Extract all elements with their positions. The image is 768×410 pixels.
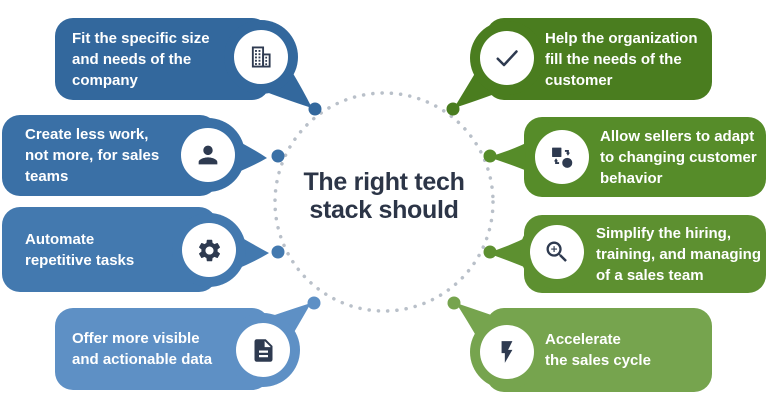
bubble-tail	[454, 70, 500, 108]
user-icon	[181, 128, 235, 182]
callout-line: Automate	[25, 230, 95, 248]
callout-line: Accelerate	[545, 331, 621, 348]
callout-line: company	[72, 71, 138, 89]
connector-dot	[308, 102, 322, 116]
icon-ring	[525, 120, 599, 194]
building-icon-glyph	[251, 46, 271, 68]
connector-dot	[307, 296, 321, 310]
bubble-tail	[488, 140, 532, 173]
gear-icon-glyph	[198, 239, 220, 261]
callout-line: repetitive tasks	[25, 251, 135, 269]
connector-dot	[447, 296, 461, 310]
callout-line: Fit the specific size	[72, 29, 210, 47]
callout-line: of a sales team	[596, 266, 704, 284]
bubble-tail	[266, 303, 311, 334]
icon-ring	[226, 313, 300, 387]
callout-text: Help the organization fill the needs of …	[545, 28, 712, 91]
callout-line: Create less work,	[25, 126, 149, 143]
icon-ring	[172, 213, 246, 287]
bolt-icon-glyph	[501, 341, 513, 363]
document-icon	[236, 323, 290, 377]
check-icon-glyph	[496, 50, 518, 67]
callout-line: Offer more visible	[72, 330, 200, 347]
callout-line: teams	[25, 168, 69, 185]
callout-text: Allow sellers to adapt to changing custo…	[600, 126, 766, 189]
dotted-circle	[273, 91, 495, 313]
callout-text: Fit the specific size and needs of the c…	[72, 28, 270, 91]
callout-line: and needs of the	[72, 50, 192, 68]
icon-ring	[470, 315, 544, 389]
gear-icon	[182, 223, 236, 277]
connector-dot	[483, 149, 497, 163]
connector-dot	[271, 149, 285, 163]
page-title: The right tech stack should	[234, 168, 534, 224]
zoom-in-icon	[530, 225, 584, 279]
icon-ring	[171, 118, 245, 192]
bolt-icon	[480, 325, 534, 379]
icon-ring	[470, 21, 544, 95]
callout-text: Accelerate the sales cycle	[545, 329, 712, 371]
bubble-tail	[487, 236, 529, 269]
check-icon	[480, 31, 534, 85]
user-icon-glyph	[198, 145, 218, 165]
callout-line: Help the organization	[545, 29, 698, 47]
connector-dot	[271, 245, 285, 259]
callout-text: Offer more visible and actionable data	[72, 328, 270, 370]
callout-line: Simplify the hiring,	[596, 224, 732, 242]
callout-line: training, and managing	[596, 245, 762, 263]
document-icon-glyph	[254, 338, 272, 362]
building-icon	[234, 30, 288, 84]
transform-icon	[535, 130, 589, 184]
transform-icon-glyph	[552, 147, 573, 168]
callout-line: behavior	[600, 169, 663, 187]
icon-ring	[520, 215, 594, 289]
callout-text: Automate repetitive tasks	[25, 229, 217, 271]
callout-line: to changing customer	[600, 148, 757, 166]
bubble-tail	[456, 303, 500, 334]
bubble-tail	[266, 70, 312, 108]
title-line-1: The right tech	[303, 168, 465, 196]
connector-dot	[483, 245, 497, 259]
callout-line: the sales cycle	[545, 352, 651, 369]
callout-line: fill the needs of the	[545, 50, 682, 68]
connector-dot	[446, 102, 460, 116]
callout-text: Simplify the hiring, training, and manag…	[596, 223, 766, 286]
zoom-in-icon-glyph	[546, 241, 567, 262]
callout-line: and actionable data	[72, 351, 213, 368]
callout-line: not more, for sales	[25, 147, 160, 164]
callout-line: customer	[545, 71, 613, 89]
callout-text: Create less work, not more, for sales te…	[25, 124, 218, 187]
title-line-2: stack should	[309, 196, 459, 224]
callout-line: Allow sellers to adapt	[600, 127, 755, 145]
icon-ring	[224, 20, 298, 94]
